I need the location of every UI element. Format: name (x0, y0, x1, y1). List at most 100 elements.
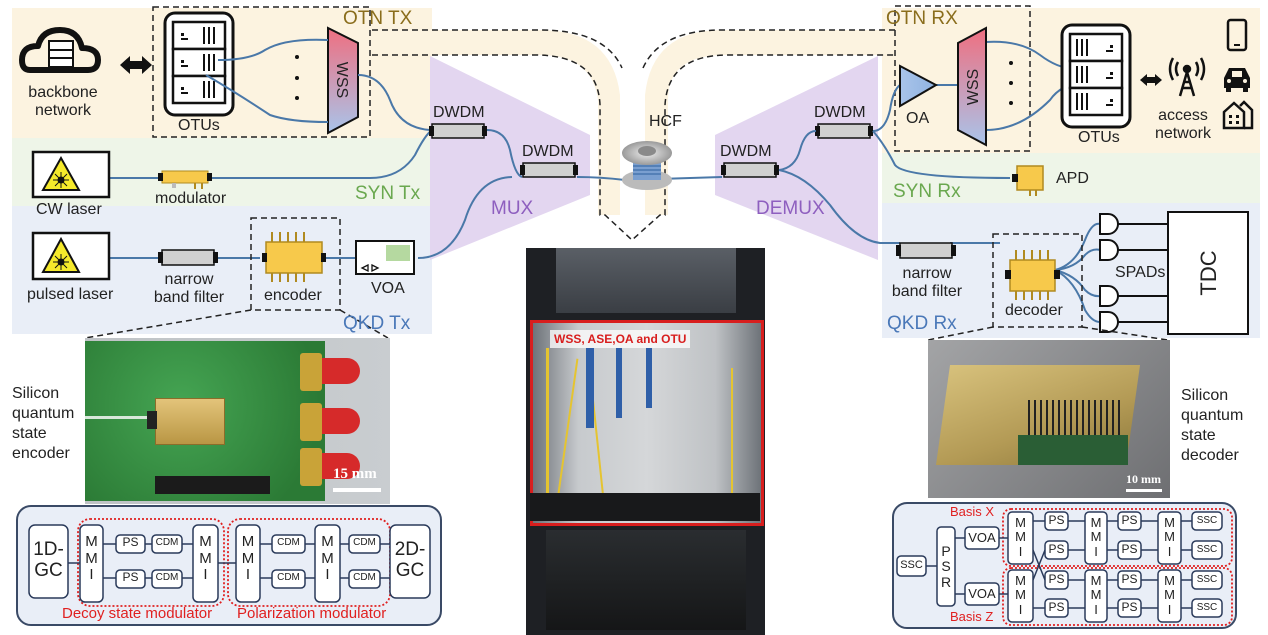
backbone-network-label: backbone network (22, 84, 104, 120)
mmi-letter: I (1018, 543, 1023, 559)
access-network-label: access network (1148, 107, 1218, 143)
dec-ssc-out: SSC (1196, 515, 1218, 526)
dwdm-filter-icon (429, 123, 487, 139)
mmi-letter: I (1094, 601, 1098, 617)
mmi-letter: M (199, 533, 212, 550)
voa-label: VOA (371, 280, 405, 297)
car-icon (1224, 68, 1250, 92)
cell-tower-icon (1168, 57, 1206, 97)
mmi-letter: M (241, 533, 255, 550)
mmi-letter: M (1164, 573, 1175, 588)
encoder-caption-line3: state (12, 425, 47, 442)
dec-ps: PS (1121, 572, 1138, 586)
optical-amplifier-shape (899, 64, 939, 108)
otus-tx-label: OTUs (178, 117, 220, 134)
enc-cdm-3: CDM (277, 537, 300, 548)
access-line2: network (1154, 124, 1212, 142)
mmi-letter: M (1015, 529, 1026, 545)
tx-filter-line1: narrow (164, 271, 214, 288)
building-icon (1222, 100, 1254, 130)
cw-laser-label: CW laser (36, 201, 102, 218)
tdc-box (1167, 211, 1249, 335)
basis-z-label: Basis Z (950, 609, 994, 624)
wss-rx-label: WSS (965, 69, 982, 105)
encoder-caption-line1: Silicon (12, 385, 60, 402)
dec-ssc-out: SSC (1196, 574, 1218, 585)
zoom-line (1081, 326, 1169, 341)
decoder-scale-label: 10 mm (1126, 472, 1161, 486)
dwdm-filter-icon (721, 162, 779, 178)
mmi-letter: M (1090, 587, 1102, 603)
fiber-lines-tx (92, 38, 723, 259)
decoder-photo: 10 mm (928, 340, 1170, 498)
hcf-spool-icon (622, 141, 672, 190)
dwdm-rx-2-label: DWDM (814, 104, 866, 121)
otn-tx-label: OTN TX (343, 8, 413, 29)
backbone-line2: network (34, 101, 92, 119)
otus-rack-icon (1060, 23, 1132, 129)
hcf-label: HCF (649, 113, 682, 130)
mmi-letter: M (85, 549, 98, 567)
dec-ssc-in: SSC (900, 559, 923, 571)
modulator-icon (158, 170, 212, 189)
decoder-caption-line1: Silicon (1181, 387, 1229, 404)
mux-label: MUX (491, 198, 534, 219)
narrow-band-filter-icon (158, 249, 218, 266)
demux-label: DEMUX (756, 198, 825, 219)
mmi-letter: I (325, 566, 330, 583)
psr-letter: P (941, 543, 951, 559)
otn-bypass-outline (372, 29, 895, 242)
encoder-photo: 15 mm (85, 338, 390, 504)
enc-cdm-6: CDM (353, 572, 376, 583)
mmi-letter: M (321, 533, 334, 550)
decoder-caption-line3: state (1181, 427, 1216, 444)
mmi-letter: M (1090, 529, 1102, 545)
mmi-letter: M (199, 549, 212, 567)
gc-1d-line1: 1D- (33, 539, 64, 560)
otus-rack-icon (163, 11, 235, 117)
dwdm-rx-1-label: DWDM (720, 143, 772, 160)
ellipsis-dots (1009, 61, 1013, 105)
rx-filter-line1: narrow (902, 265, 952, 282)
dwdm-tx-1-label: DWDM (433, 104, 485, 121)
mmi-letter: M (1015, 573, 1026, 588)
backbone-line1: backbone (28, 84, 98, 101)
encoder-schematic (16, 505, 442, 626)
mmi-letter: M (1164, 587, 1175, 603)
spads-label: SPADs (1115, 264, 1166, 281)
mmi-letter: M (1164, 529, 1175, 545)
mmi-letter: I (245, 566, 251, 583)
mmi-letter: M (241, 549, 255, 567)
cw-laser-icon (31, 150, 111, 199)
decoder-caption: Silicon quantum state decoder (1181, 386, 1243, 466)
encoder-label: encoder (264, 287, 322, 304)
decoder-schematic (892, 502, 1237, 629)
pulsed-laser-icon (31, 231, 111, 281)
dec-ps: PS (1048, 572, 1065, 586)
rx-filter-label: narrow band filter (886, 265, 968, 301)
enc-ps-1: PS (122, 535, 139, 549)
decoder-box (992, 233, 1083, 328)
wss-tx-label: WSS (333, 62, 350, 98)
encoder-caption: Silicon quantum state encoder (12, 384, 74, 464)
qkd-tx-label: QKD Tx (343, 313, 411, 334)
encoder-chip-icon (262, 232, 326, 282)
tdc-label: TDC (1196, 250, 1221, 295)
dec-ps: PS (1121, 600, 1138, 614)
gc-1d-line2: GC (34, 559, 63, 581)
dwdm-tx-2-label: DWDM (522, 143, 574, 160)
basis-x-label: Basis X (950, 504, 995, 519)
decoy-modulator-label: Decoy state modulator (62, 605, 213, 622)
otn-tx-box (152, 6, 371, 138)
encoder-caption-line2: quantum (12, 405, 75, 422)
enc-cdm-2: CDM (155, 572, 179, 583)
